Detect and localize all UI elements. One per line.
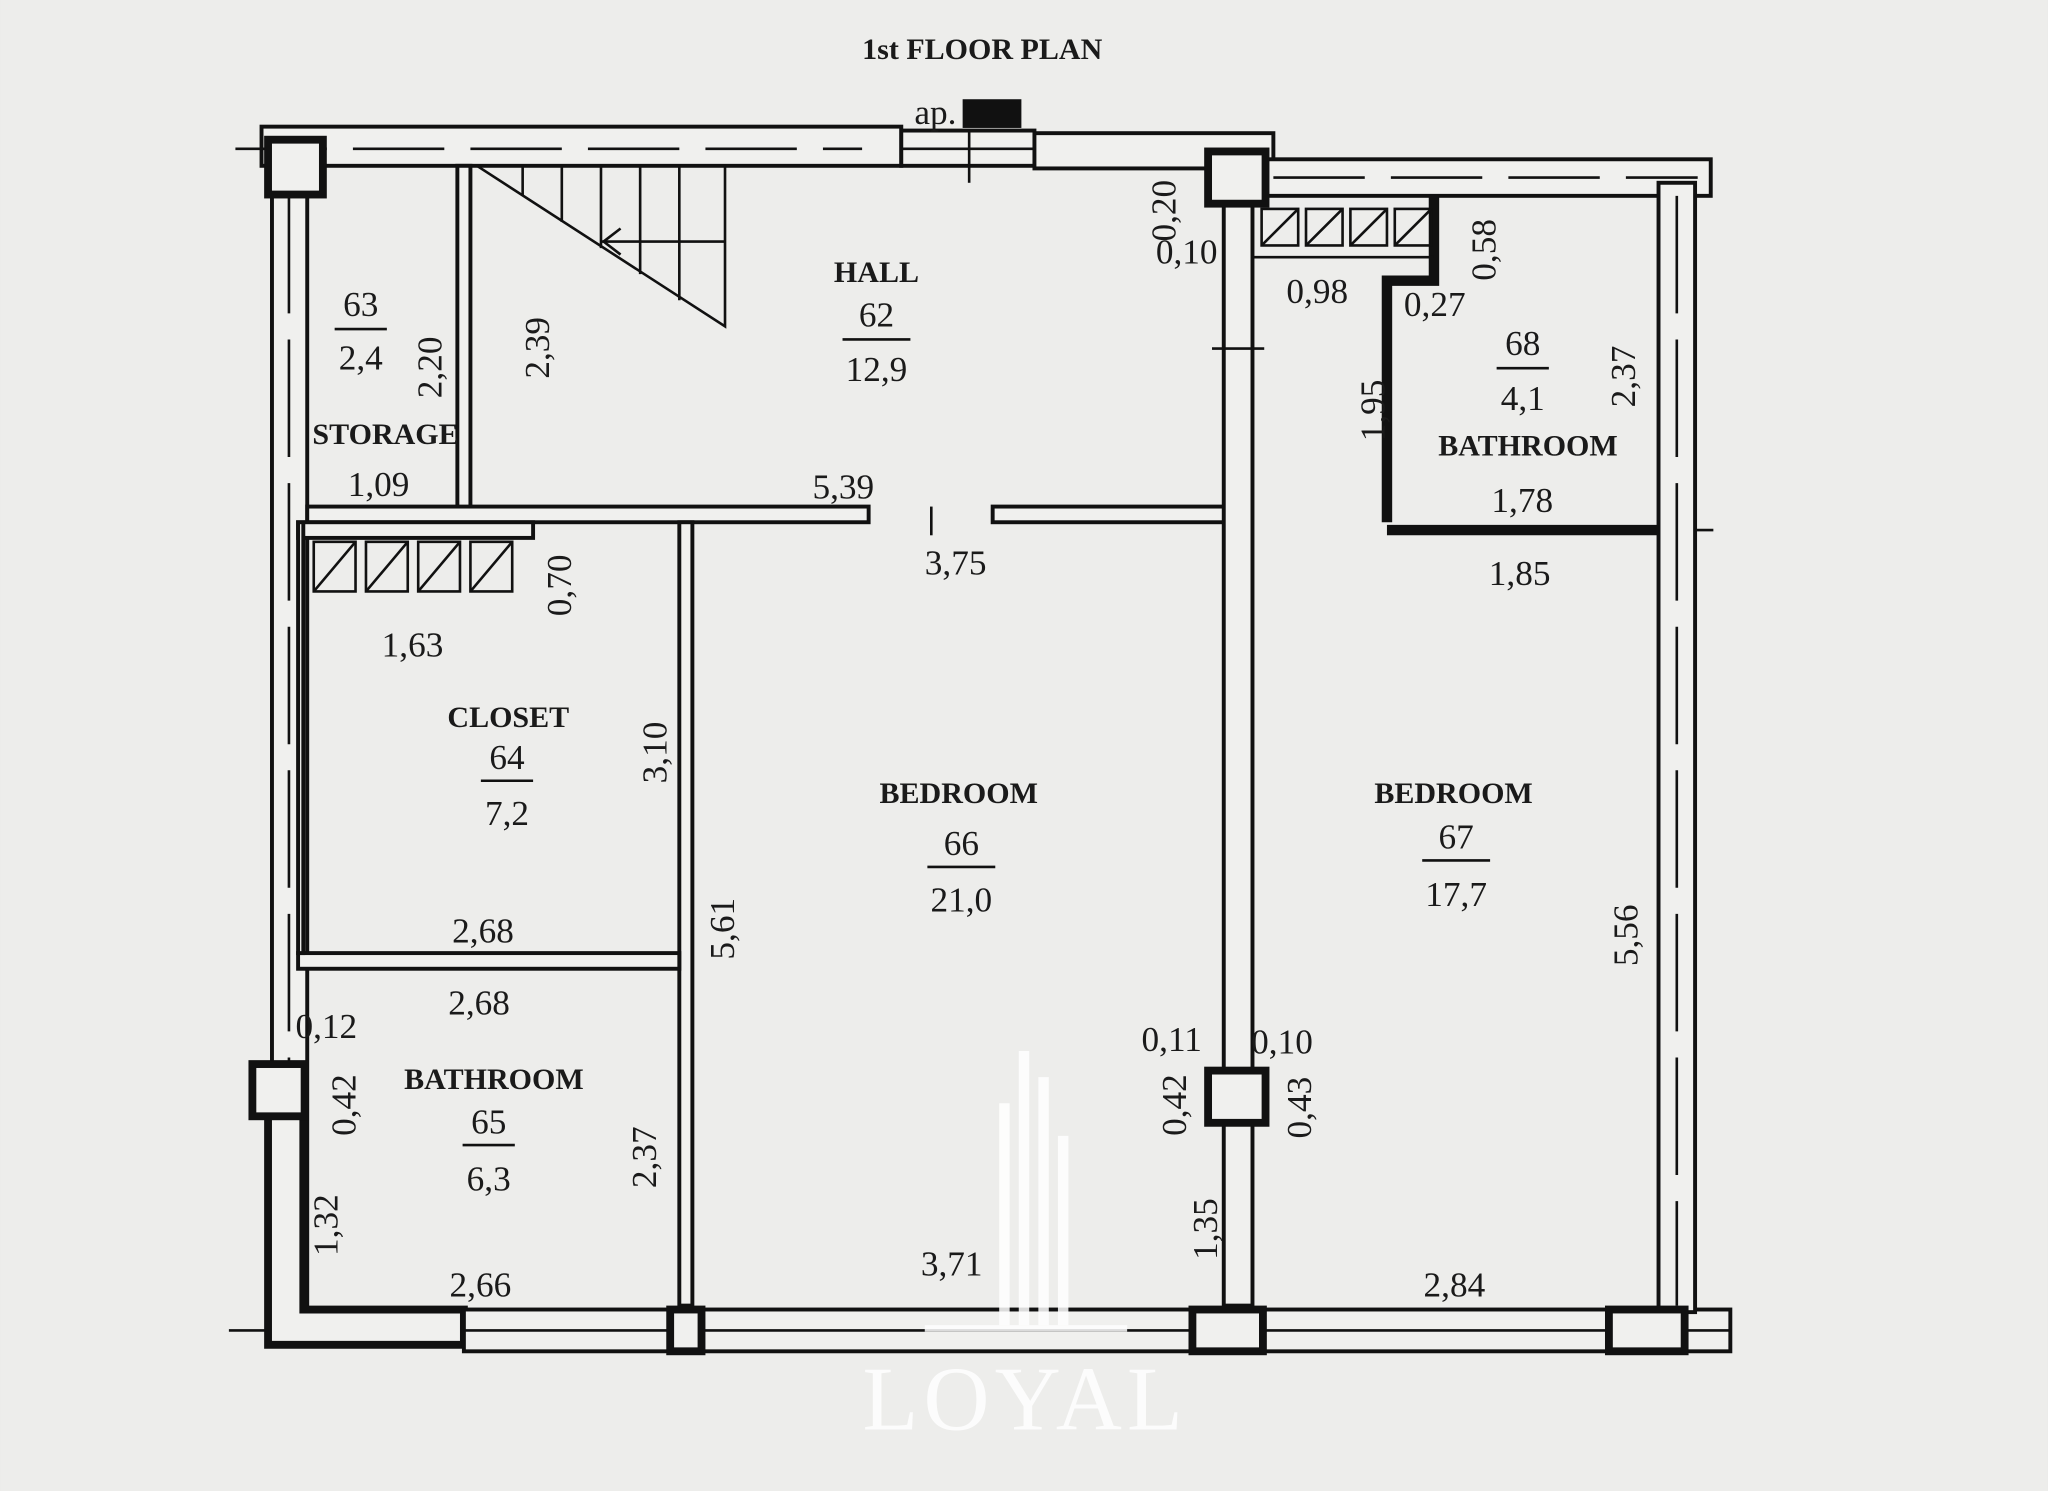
dimension: 2,68 xyxy=(448,983,510,1022)
room-name: HALL xyxy=(834,256,919,289)
dimension: 1,78 xyxy=(1491,481,1553,520)
dimension: 3,75 xyxy=(925,543,987,582)
shelves-closet xyxy=(312,540,514,593)
room-number: 66 xyxy=(944,824,979,863)
room-number: 63 xyxy=(343,285,378,324)
room-name: BATHROOM xyxy=(404,1063,584,1096)
room-name: BEDROOM xyxy=(1374,777,1532,810)
room-area: 6,3 xyxy=(467,1160,511,1199)
room-number: 65 xyxy=(471,1102,506,1141)
room-bathroom-65: BATHROOM 65 6,3 xyxy=(404,1063,584,1199)
dimension: 0,20 xyxy=(1144,180,1183,242)
dimension: 1,09 xyxy=(348,465,410,504)
room-name: STORAGE xyxy=(312,418,458,451)
dimension: 3,71 xyxy=(921,1245,983,1284)
room-hall: HALL 62 12,9 xyxy=(834,256,919,389)
room-number: 67 xyxy=(1439,818,1474,857)
dimension: 2,20 xyxy=(411,337,450,399)
watermark-logo: LOYAL xyxy=(863,1051,1189,1450)
dimension: 0,98 xyxy=(1286,272,1348,311)
watermark-text: LOYAL xyxy=(863,1349,1189,1450)
dimension: 0,11 xyxy=(1142,1020,1202,1059)
dimension: 1,32 xyxy=(306,1194,345,1256)
shelves-hall xyxy=(1260,207,1433,247)
dimension: 1,35 xyxy=(1186,1198,1225,1260)
dimension: 5,61 xyxy=(703,898,742,960)
dimension: 2,39 xyxy=(518,317,557,379)
room-bedroom-66: BEDROOM 66 21,0 xyxy=(880,777,1038,919)
room-number: 68 xyxy=(1505,324,1540,363)
dimension: 5,56 xyxy=(1607,904,1646,966)
plan-title: 1st FLOOR PLAN xyxy=(862,33,1102,66)
dimension: 2,37 xyxy=(1604,346,1643,408)
redaction-box xyxy=(962,99,1022,128)
room-storage: STORAGE 63 2,4 xyxy=(312,285,458,451)
room-area: 17,7 xyxy=(1425,875,1487,914)
dimension: 0,70 xyxy=(540,555,579,617)
dimension: 1,63 xyxy=(382,626,444,665)
dimension: 1,95 xyxy=(1353,380,1392,442)
staircase xyxy=(476,164,727,329)
dimension: 0,42 xyxy=(325,1074,364,1136)
dimension: 0,12 xyxy=(295,1007,357,1046)
dimension-labels: 2,20 1,09 2,39 5,39 3,75 0,20 0,10 0,98 … xyxy=(295,180,1645,1305)
dimension: 2,68 xyxy=(452,912,514,951)
apartment-label: ap. xyxy=(914,93,956,132)
room-bathroom-68: BATHROOM 68 4,1 xyxy=(1438,324,1618,463)
room-name: CLOSET xyxy=(447,701,569,734)
room-name: BATHROOM xyxy=(1438,430,1618,463)
room-area: 4,1 xyxy=(1501,379,1545,418)
dimension: 2,37 xyxy=(625,1126,664,1188)
room-name: BEDROOM xyxy=(880,777,1038,810)
dimension: 0,43 xyxy=(1280,1077,1319,1139)
dimension: 3,10 xyxy=(635,722,674,784)
dimension: 1,85 xyxy=(1489,554,1551,593)
room-bedroom-67: BEDROOM 67 17,7 xyxy=(1374,777,1532,914)
dimension: 0,10 xyxy=(1251,1023,1313,1062)
walls xyxy=(228,124,1733,1354)
room-area: 2,4 xyxy=(339,338,383,377)
room-number: 62 xyxy=(859,295,894,334)
room-area: 21,0 xyxy=(930,880,992,919)
room-area: 7,2 xyxy=(485,794,529,833)
dimension: 2,66 xyxy=(450,1265,512,1304)
columns xyxy=(248,135,1689,1356)
dimension: 0,58 xyxy=(1464,219,1503,281)
dimension: 2,84 xyxy=(1424,1265,1486,1304)
dimension: 5,39 xyxy=(812,468,874,507)
room-closet: CLOSET 64 7,2 xyxy=(447,701,569,833)
dimension: 0,27 xyxy=(1404,285,1466,324)
dimension: 0,10 xyxy=(1156,233,1218,272)
room-number: 64 xyxy=(489,738,525,777)
dimension: 0,42 xyxy=(1155,1074,1194,1136)
room-area: 12,9 xyxy=(846,350,908,389)
